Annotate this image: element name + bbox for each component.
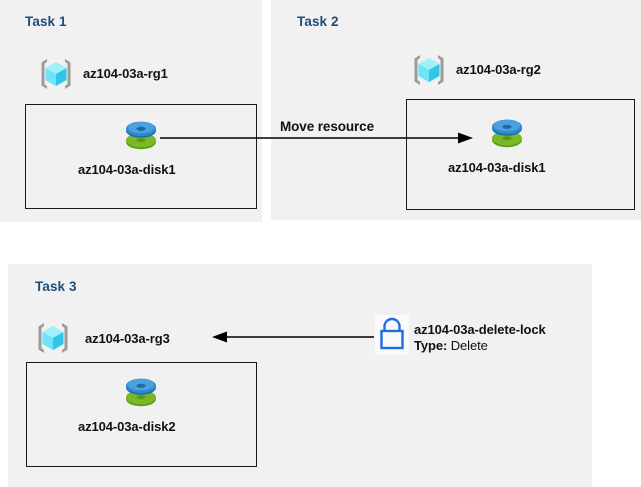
- managed-disk-icon: [487, 113, 527, 153]
- task-3-resource-label: az104-03a-disk2: [78, 419, 176, 434]
- task-3-heading: Task 3: [35, 279, 77, 294]
- lock-icon: [375, 315, 409, 355]
- managed-disk-icon: [121, 372, 161, 412]
- task-2-resource-box: [406, 99, 635, 210]
- resource-group-icon: [409, 50, 449, 90]
- move-resource-label: Move resource: [280, 119, 374, 134]
- task-3-resource-box: [26, 362, 257, 467]
- delete-lock-name: az104-03a-delete-lock: [414, 322, 546, 337]
- move-resource-arrow: [160, 128, 475, 148]
- managed-disk-icon: [121, 115, 161, 155]
- panel-task-3: [8, 264, 592, 487]
- panel-task-1: [0, 0, 262, 222]
- delete-lock-info: az104-03a-delete-lock Type: Delete: [414, 322, 546, 354]
- delete-lock-type: Delete: [450, 338, 488, 353]
- resource-group-icon: [33, 318, 73, 358]
- delete-lock-arrow: [212, 327, 374, 347]
- task-2-resource-group-label: az104-03a-rg2: [456, 62, 541, 77]
- task-2-heading: Task 2: [297, 14, 339, 29]
- task-1-resource-box: [25, 104, 257, 209]
- task-3-resource-group-label: az104-03a-rg3: [85, 331, 170, 346]
- task-2-resource-label: az104-03a-disk1: [448, 160, 546, 175]
- panel-task-2: [271, 0, 641, 220]
- resource-group-icon: [36, 54, 76, 94]
- task-1-resource-group-label: az104-03a-rg1: [83, 66, 168, 81]
- task-1-heading: Task 1: [25, 14, 67, 29]
- task-1-resource-label: az104-03a-disk1: [78, 162, 176, 177]
- delete-lock-type-key: Type:: [414, 338, 448, 353]
